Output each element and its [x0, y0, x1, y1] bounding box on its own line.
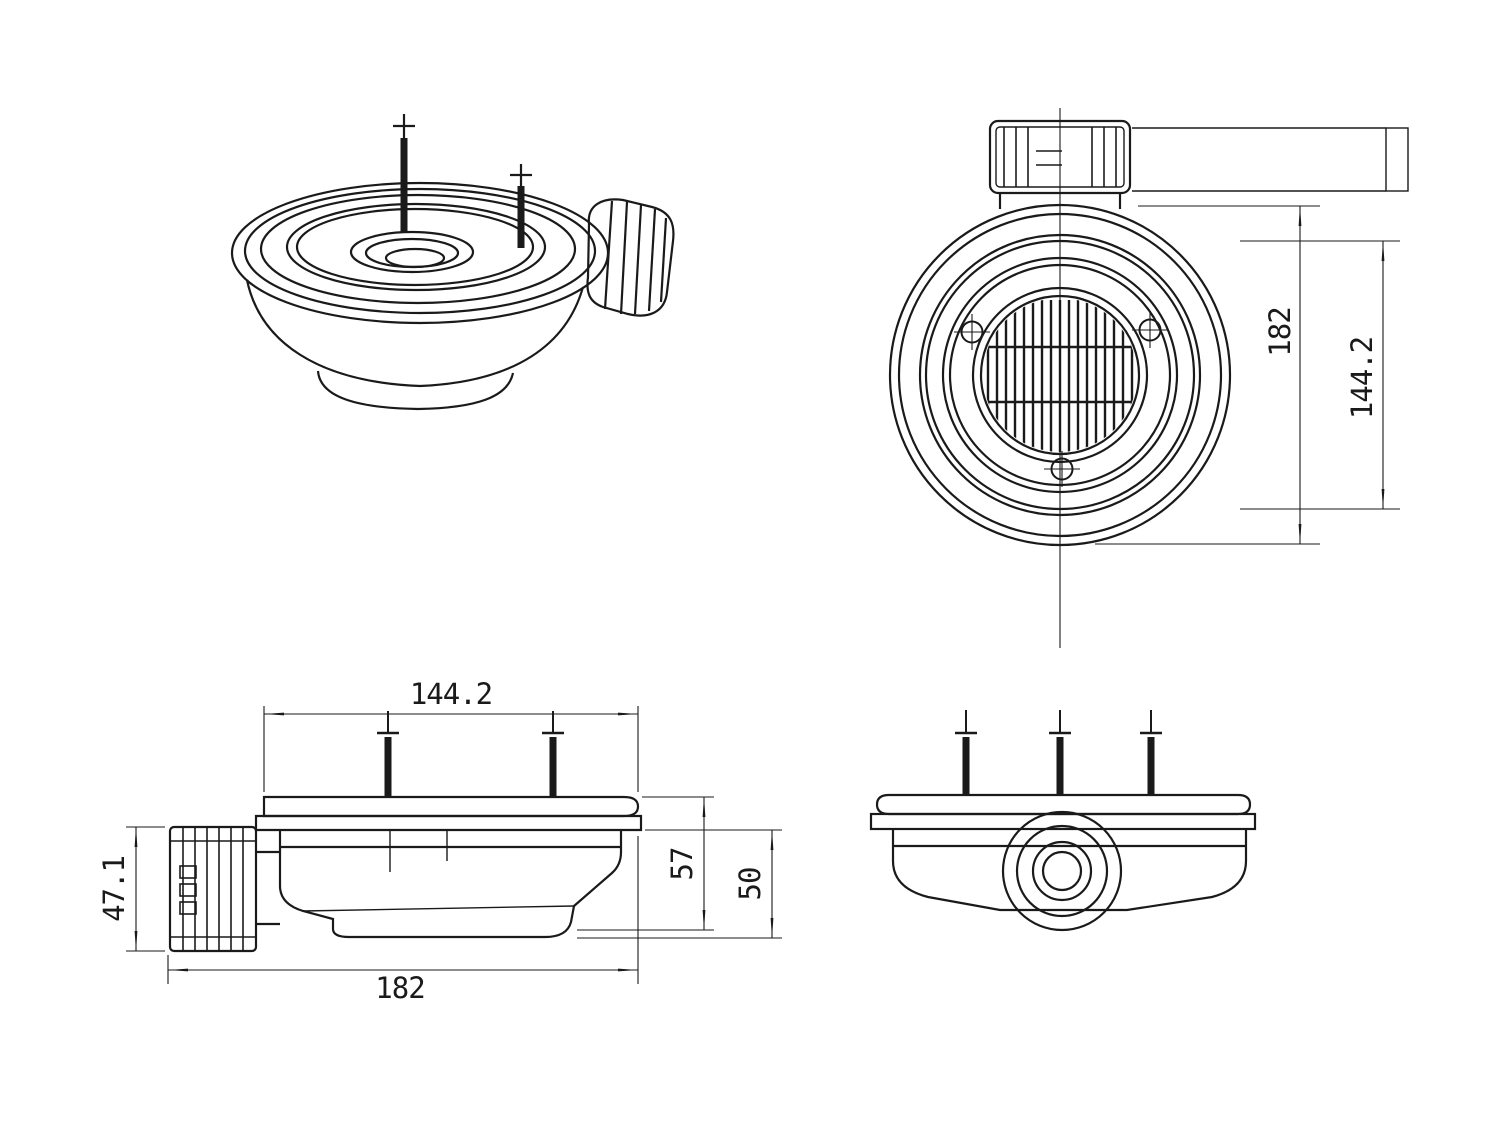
side-body	[278, 830, 623, 939]
dim-side-height-total: 57	[665, 848, 699, 881]
iso-bolts	[393, 114, 532, 248]
top-view: 182 144.2	[888, 108, 1409, 648]
dim-side-body-height: 50	[733, 868, 767, 901]
top-connector	[988, 119, 1132, 209]
side-bolts	[377, 711, 564, 797]
dim-top-flange-diameter: 144.2	[1345, 337, 1379, 419]
isometric-view	[230, 114, 675, 411]
front-flange	[869, 793, 1257, 831]
top-dimensions: 182 144.2	[1095, 205, 1400, 545]
iso-outlet-nut	[586, 198, 675, 317]
iso-body	[245, 279, 585, 411]
front-bolts	[955, 710, 1162, 795]
front-body	[891, 829, 1248, 912]
dim-side-flange-width: 144.2	[410, 677, 492, 711]
side-view: 144.2 47.1 57 50 182	[97, 677, 782, 1005]
top-frame-mark	[1132, 127, 1409, 192]
dim-side-nut-height: 47.1	[97, 856, 131, 922]
front-outlet	[1001, 810, 1123, 932]
top-outer-rings	[888, 203, 1232, 547]
top-bolt-holes	[954, 312, 1168, 487]
grille-slots	[983, 300, 1137, 452]
dim-top-outer-diameter: 182	[1263, 307, 1297, 356]
side-dimensions: 144.2 47.1 57 50 182	[97, 677, 782, 1005]
front-view	[869, 710, 1257, 932]
top-grille	[971, 286, 1149, 464]
side-flange	[254, 795, 643, 832]
iso-rim	[230, 181, 610, 325]
iso-drain-center	[349, 230, 475, 274]
side-trap-nut	[168, 825, 280, 953]
dim-side-overall-length: 182	[375, 971, 424, 1005]
